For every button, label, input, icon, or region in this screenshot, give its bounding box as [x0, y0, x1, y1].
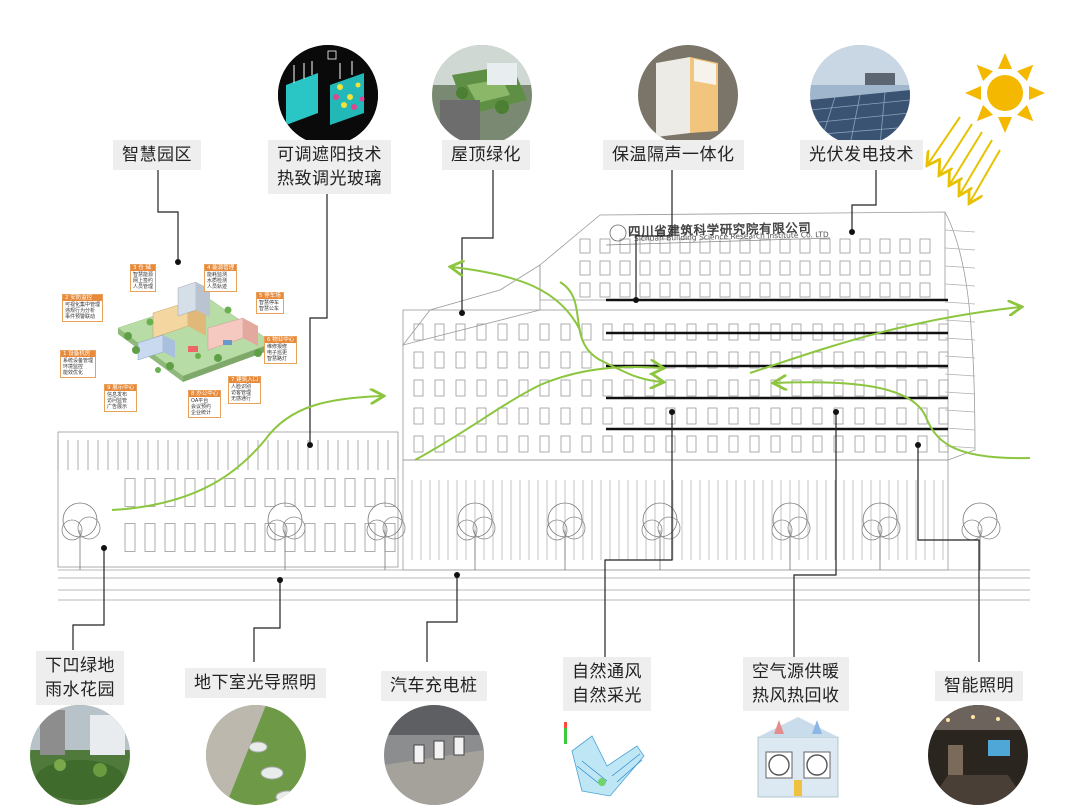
park-card-line: 信息发布 — [107, 392, 128, 398]
label-line: 自然采光 — [572, 686, 642, 706]
rain-garden-photo — [30, 705, 130, 805]
park-card: 1 设备机房系统设备管理环境监控能效优化 — [60, 350, 97, 378]
wind-arrow-icon — [559, 281, 662, 382]
park-card-line: 无感通行 — [231, 396, 252, 402]
label-line: 雨水花园 — [45, 680, 115, 700]
leader-shading — [309, 192, 328, 445]
park-card-line: 智慧路灯 — [267, 356, 288, 362]
label-line: 热风热回收 — [752, 686, 840, 706]
label-natural-ventilation: 自然通风 自然采光 — [563, 657, 651, 711]
light-guide-photo — [206, 705, 306, 805]
air-source-diagram-image — [748, 712, 848, 802]
leader-smart-park — [157, 170, 179, 262]
leader-pv — [851, 170, 877, 232]
park-card-line: 环境监控 — [63, 364, 84, 370]
leader-lighting — [917, 445, 980, 662]
leader-vent — [604, 412, 673, 662]
label-insulation: 保温隔声一体化 — [603, 140, 744, 170]
park-card-line: 能耗监测 — [207, 272, 228, 278]
park-card: 5 停车场智慧停车智慧公车 — [256, 292, 284, 314]
wind-arrow-icon — [749, 307, 1020, 374]
park-card-title: 7 建筑入口 — [229, 377, 261, 383]
roof-green-photo — [432, 45, 532, 145]
park-card-title: 2 安防监控 — [63, 295, 103, 301]
park-card-line: 智慧公车 — [259, 306, 280, 312]
park-card-line: 水质检测 — [207, 278, 228, 284]
park-card: 6 物业中心维修报修电子巡更智慧路灯 — [264, 336, 298, 364]
label-line: 热致调光玻璃 — [277, 169, 382, 189]
sun-ray-arrows-icon — [920, 116, 1001, 212]
park-card-line: 访问监管 — [107, 398, 128, 404]
park-card-line: 维修报修 — [267, 344, 288, 350]
park-card-line: 人脸识别 — [231, 384, 252, 390]
park-card: 7 建筑入口人脸识别访客管理无感通行 — [228, 376, 262, 404]
park-card-title: 1 设备机房 — [61, 351, 96, 357]
ev-charging-photo — [384, 705, 484, 805]
park-card-line: 违规行为分析 — [65, 308, 96, 314]
leader-insulation — [635, 170, 673, 300]
park-card-line: 会议预约 — [191, 404, 212, 410]
leader-rain-garden — [72, 548, 105, 650]
label-pv: 光伏发电技术 — [800, 140, 923, 170]
label-rain-garden: 下凹绿地 雨水花园 — [36, 651, 124, 705]
park-card: 4 能源管理能耗监测水质检测人员轨迹 — [204, 264, 238, 292]
leader-basement — [253, 580, 281, 662]
label-roof-green: 屋顶绿化 — [442, 140, 530, 170]
park-card-line: 广告展示 — [107, 404, 128, 410]
park-card: 2 安防监控可视化集中管理违规行为分析事件预警联动 — [62, 294, 104, 322]
park-card-line: OA平台 — [191, 398, 209, 404]
park-card-line: 智慧能源 — [133, 272, 154, 278]
park-card-line: 系统设备管理 — [63, 358, 94, 364]
park-card-title: 8 办公中心 — [189, 391, 221, 397]
label-smart-lighting: 智能照明 — [935, 671, 1023, 701]
pv-panels-photo — [810, 45, 910, 145]
park-card: 9 展示中心信息发布访问监管广告展示 — [104, 384, 138, 412]
label-line: 可调遮阳技术 — [277, 145, 382, 165]
park-card-line: 人员轨迹 — [207, 284, 228, 290]
park-card-line: 智慧停车 — [259, 300, 280, 306]
leader-ev — [426, 575, 458, 662]
park-isometric-illustration — [117, 281, 274, 382]
shading-glass-photo — [278, 45, 378, 145]
park-card-line: 网上签约 — [133, 278, 154, 284]
wind-arrow-icon — [452, 267, 581, 331]
park-card-title: 6 物业中心 — [265, 337, 297, 343]
wind-arrow-icon — [111, 396, 382, 511]
insulation-panel-photo — [638, 45, 738, 145]
label-line: 自然通风 — [572, 662, 642, 682]
park-card-title: 4 能源管理 — [205, 265, 237, 271]
park-card-title: 3 仓 储 — [131, 265, 156, 271]
park-card: 3 仓 储智慧能源网上签约人员管理 — [130, 264, 157, 292]
park-card-line: 访客管理 — [231, 390, 252, 396]
smart-park-panel: 3 仓 储智慧能源网上签约人员管理 4 能源管理能耗监测水质检测人员轨迹 2 安防监… — [58, 258, 308, 418]
sun-icon — [965, 53, 1045, 133]
leader-air — [793, 412, 837, 660]
label-shading-glass: 可调遮阳技术 热致调光玻璃 — [268, 140, 391, 194]
park-card-line: 电子巡更 — [267, 350, 288, 356]
ventilation-simulation-image — [562, 716, 650, 802]
park-card-line: 人员管理 — [133, 284, 154, 290]
park-card-line: 可视化集中管理 — [65, 302, 101, 308]
label-line: 空气源供暖 — [752, 662, 840, 682]
park-card-title: 9 展示中心 — [105, 385, 137, 391]
park-card-line: 能效优化 — [63, 370, 84, 376]
wind-arrow-icon — [414, 367, 662, 461]
label-basement-light: 地下室光导照明 — [185, 668, 326, 698]
park-card-line: 企业统计 — [191, 410, 212, 416]
label-air-source: 空气源供暖 热风热回收 — [743, 657, 849, 711]
label-ev-charging: 汽车充电桩 — [381, 671, 487, 701]
park-card-title: 5 停车场 — [257, 293, 283, 299]
wind-arrow-icon — [775, 382, 1031, 460]
label-line: 下凹绿地 — [45, 656, 115, 676]
park-card-line: 事件预警联动 — [65, 314, 96, 320]
label-smart-park: 智慧园区 — [113, 140, 201, 170]
smart-lighting-photo — [928, 705, 1028, 805]
